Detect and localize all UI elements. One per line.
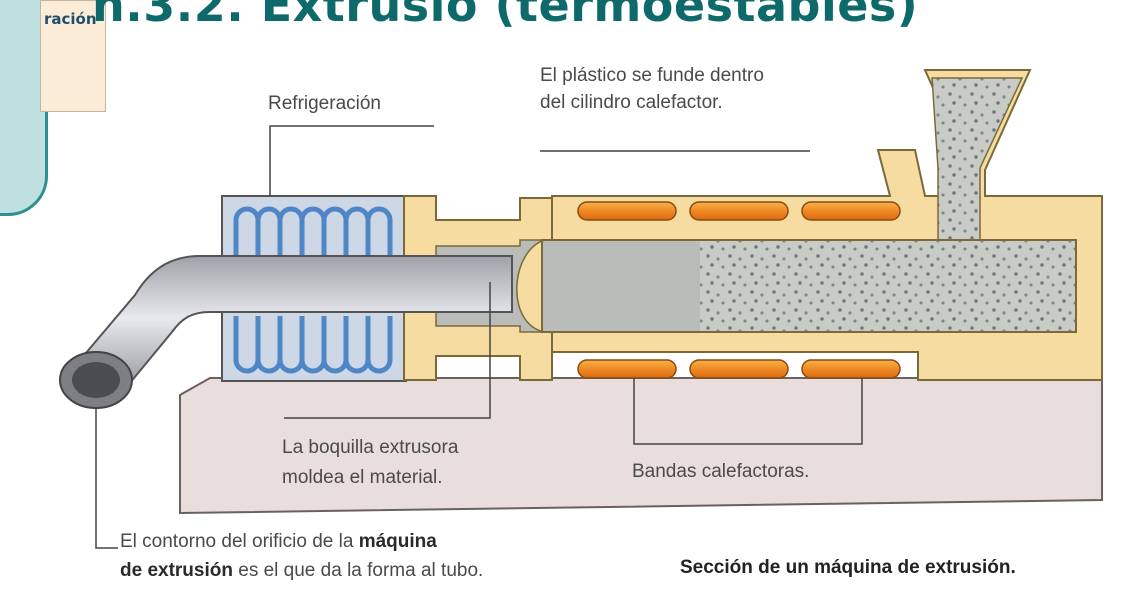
tube-opening-inner [72,362,120,398]
label-bandas: Bandas calefactoras. [632,458,809,485]
heater-band-bottom-3 [802,360,900,378]
label-plastico-line2: del cilindro calefactor. [540,89,723,116]
cylinder-granules [700,240,1076,332]
label-boquilla-line2: moldea el material. [282,464,443,491]
heater-band-bottom-1 [578,360,676,378]
contorno-line1-bold: máquina [359,531,437,552]
barrel-body [552,70,1102,380]
heater-band-top-3 [802,202,900,220]
contorno-line2-text: es el que da la forma al tubo. [233,560,483,581]
figure-caption: Sección de un máquina de extrusión. [680,557,1016,579]
leader-refrigeracion [270,126,434,196]
label-refrigeracion: Refrigeración [268,90,381,117]
contorno-line2-bold: de extrusión [120,560,233,581]
cylinder-melt [542,240,702,332]
contorno-line1-text: El contorno del orificio de la [120,531,359,552]
label-boquilla-line1: La boquilla extrusora [282,434,458,461]
label-contorno-line2: de extrusión es el que da la forma al tu… [120,557,483,584]
leader-contorno [96,408,118,548]
label-contorno-line1: El contorno del orificio de la máquina [120,528,437,555]
heater-band-top-2 [690,202,788,220]
label-plastico-line1: El plástico se funde dentro [540,62,764,89]
heater-band-top-1 [578,202,676,220]
heater-band-bottom-2 [690,360,788,378]
